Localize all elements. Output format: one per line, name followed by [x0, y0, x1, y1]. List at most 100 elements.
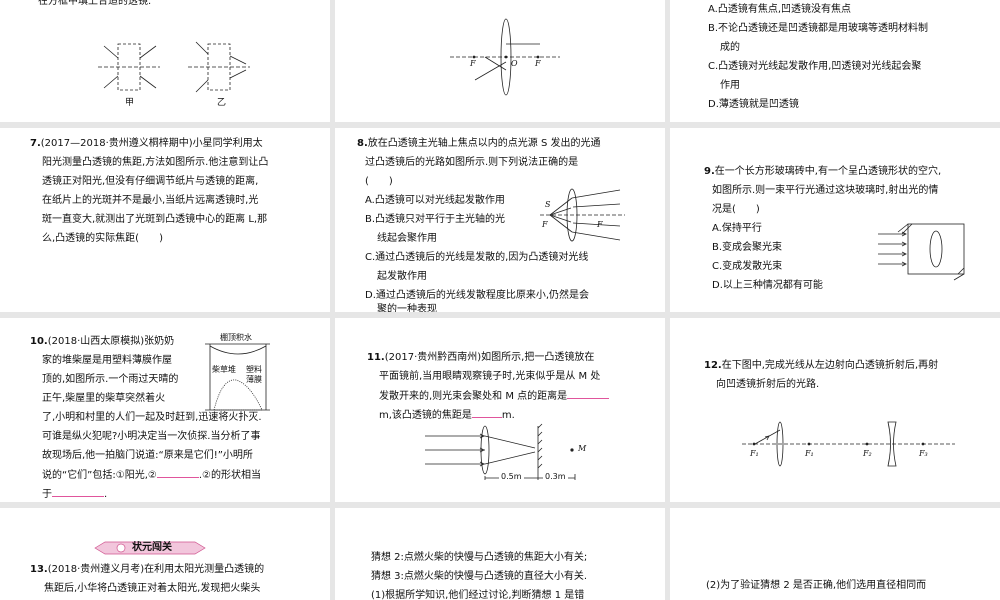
q8-option-c2: 起发散作用 [377, 271, 427, 282]
q11-dim-d2: 0.3m [543, 469, 568, 485]
cell-lens-boxes: 在方框中填上合适的透镜. 甲 乙 [0, 0, 330, 122]
q10-shed-figure [205, 343, 270, 411]
convex-lens-figure [450, 18, 560, 96]
q10-blank-1[interactable] [156, 465, 199, 478]
q10-number: 10. [30, 336, 48, 347]
q6-option-b2: 成的 [720, 42, 740, 53]
q10-line-3: 正午,柴屋里的柴草突然着火 [42, 393, 166, 404]
q6-option-c2: 作用 [720, 80, 740, 91]
q9-line-2: 况是( ) [712, 204, 760, 215]
q11-line-2: 发散开来的,则光束会聚处和 M 点的距离是 [379, 386, 610, 406]
q9-number: 9. [704, 166, 715, 177]
q7-line-1: 阳光测量凸透镜的焦距,方法如图所示.他注意到让凸 [42, 157, 269, 168]
q11-line-0: 11.(2017·贵州黔西南州)如图所示,把一凸透镜放在 [367, 352, 595, 363]
q6-option-a: A.凸透镜有焦点,凹透镜没有焦点 [708, 4, 852, 15]
guess-line-0: 猜想 2:点燃火柴的快慢与凸透镜的焦距大小有关; [371, 552, 588, 563]
q8-line-2: ( ) [365, 176, 393, 187]
q9-option-a: A.保持平行 [712, 223, 762, 234]
q12-line-1: 向凹透镜折射后的光路. [716, 379, 820, 390]
q10-line-4: 了,小明和村里的人们一起及时赶到,迅速将火扑灭. [42, 412, 262, 423]
q12-label-f1: F₁ [750, 449, 759, 458]
q7-number: 7. [30, 138, 41, 149]
cell-q12: 12.在下图中,完成光线从左边射向凸透镜折射后,再射 向凹透镜折射后的光路. F… [670, 318, 1000, 502]
cell-q9: 9.在一个长方形玻璃砖中,有一个呈凸透镜形状的空穴, 如图所示.则一束平行光通过… [670, 128, 1000, 312]
q12-label-f3: F₃ [919, 449, 928, 458]
section-banner-title: 状元闯关 [132, 542, 172, 553]
q10-line-1: 家的堆柴屋是用塑料薄膜作屋 [42, 355, 172, 366]
q10-blank-2[interactable] [52, 484, 104, 497]
q11-dim-d1: 0.5m [499, 469, 524, 485]
q13-line-0: 13.(2018·贵州遵义月考)在利用太阳光测量凸透镜的 [30, 564, 265, 575]
q6-option-d: D.薄透镜就是凹透镜 [708, 99, 799, 110]
cell-q13-part2: (2)为了验证猜想 2 是否正确,他们选用直径相同而 [670, 508, 1000, 600]
q7-line-4: 斑一直变大,就测出了光斑到凸透镜中心的距离 L,那 [42, 214, 268, 225]
q9-line-0: 9.在一个长方形玻璃砖中,有一个呈凸透镜形状的空穴, [704, 166, 942, 177]
q11-blank-1[interactable] [567, 386, 610, 399]
q8-line-1: 过凸透镜后的光路如图所示.则下列说法正确的是 [365, 157, 579, 168]
q8-lens-figure [540, 188, 625, 242]
q6-option-c1: C.凸透镜对光线起发散作用,凹透镜对光线起会聚 [708, 61, 922, 72]
cell1-text: 在方框中填上合适的透镜. [38, 0, 152, 7]
q13-number: 13. [30, 564, 48, 575]
section-banner [94, 541, 206, 555]
q8-label-s: S [545, 200, 551, 209]
q10-label-film2: 薄膜 [246, 375, 262, 384]
q8-option-b1: B.凸透镜只对平行于主光轴的光 [365, 214, 506, 225]
part2-line-0: (2)为了验证猜想 2 是否正确,他们选用直径相同而 [706, 580, 927, 591]
label-jia: 甲 [125, 98, 135, 108]
cell-q13-guesses: 猜想 2:点燃火柴的快慢与凸透镜的焦距大小有关; 猜想 3:点燃火柴的快慢与凸透… [335, 508, 665, 600]
q12-line-0: 12.在下图中,完成光线从左边射向凸透镜折射后,再射 [704, 360, 939, 371]
cell-convex-lens-diagram: F O F [335, 0, 665, 122]
label-o: O [511, 59, 518, 68]
cell-q7: 7.(2017—2018·贵州遵义桐梓期中)小星同学利用太 阳光测量凸透镜的焦距… [0, 128, 330, 312]
cell-q6-options: A.凸透镜有焦点,凹透镜没有焦点 B.不论凸透镜还是凹透镜都是用玻璃等透明材料制… [670, 0, 1000, 122]
q10-line-5: 可谁是纵火犯呢?小明决定当一次侦探.当分析了事 [42, 431, 261, 442]
q9-option-d: D.以上三种情况都有可能 [712, 280, 823, 291]
q10-line-7: 说的“它们”包括:①阳光,②.②的形状相当 [42, 465, 261, 485]
q11-number: 11. [367, 352, 385, 363]
q8-label-f2: F [597, 220, 603, 229]
q8-label-f1: F [542, 220, 548, 229]
q9-glass-figure [878, 223, 965, 281]
label-yi: 乙 [217, 98, 227, 108]
q8-number: 8. [357, 138, 368, 149]
q11-label-m: M [578, 444, 587, 453]
q7-line-3: 在纸片上的光斑并不是最小,当纸片远离透镜时,光 [42, 195, 259, 206]
cell-q13: 状元闯关 13.(2018·贵州遵义月考)在利用太阳光测量凸透镜的 焦距后,小华… [0, 508, 330, 600]
q10-line-8: 于. [42, 484, 107, 502]
q7-line-5: 么,凸透镜的实际焦距( ) [42, 233, 163, 244]
q8-option-b2: 线起会聚作用 [377, 233, 437, 244]
label-f-right: F [535, 59, 541, 68]
guess-line-2: (1)根据所学知识,他们经过讨论,判断猜想 1 是错 [371, 590, 585, 600]
q11-blank-2[interactable] [471, 405, 502, 418]
cell-q11: 11.(2017·贵州黔西南州)如图所示,把一凸透镜放在 平面镜前,当用眼睛观察… [335, 318, 665, 502]
q8-option-c1: C.通过凸透镜后的光线是发散的,因为凸透镜对光线 [365, 252, 589, 263]
q8-option-a: A.凸透镜可以对光线起发散作用 [365, 195, 505, 206]
q12-number: 12. [704, 360, 722, 371]
q12-lens-pair-figure [742, 421, 955, 467]
q11-line-1: 平面镜前,当用眼睛观察镜子时,光束似乎是从 M 处 [379, 371, 601, 382]
label-f-left: F [470, 59, 476, 68]
q12-label-f1b: F₁ [805, 449, 814, 458]
q9-option-c: C.变成发散光束 [712, 261, 783, 272]
lens-box-diagram [98, 41, 250, 93]
cell-q8: 8.放在凸透镜主光轴上焦点以内的点光源 S 发出的光通 过凸透镜后的光路如图所示… [335, 128, 665, 312]
q10-line-0: 10.(2018·山西太原模拟)张奶奶 [30, 336, 175, 347]
q10-line-2: 顶的,如图所示.一个雨过天晴的 [42, 374, 179, 385]
q9-option-b: B.变成会聚光束 [712, 242, 783, 253]
q8-option-d2: 聚的一种表现 [377, 304, 437, 312]
q7-line-2: 透镜正对阳光,但没有仔细调节纸片与透镜的距离, [42, 176, 259, 187]
q8-option-d1: D.通过凸透镜后的光线发散程度比原来小,仍然是会 [365, 290, 590, 301]
q7-line-0: 7.(2017—2018·贵州遵义桐梓期中)小星同学利用太 [30, 138, 263, 149]
q10-label-roof-water: 棚顶积水 [220, 333, 252, 342]
q10-label-straw: 柴草堆 [212, 365, 236, 374]
cell-q10: 10.(2018·山西太原模拟)张奶奶 家的堆柴屋是用塑料薄膜作屋 顶的,如图所… [0, 318, 330, 502]
q8-line-0: 8.放在凸透镜主光轴上焦点以内的点光源 S 发出的光通 [357, 138, 601, 149]
q12-label-f2: F₂ [863, 449, 872, 458]
q9-line-1: 如图所示.则一束平行光通过这块玻璃时,射出光的情 [712, 185, 939, 196]
q6-option-b1: B.不论凸透镜还是凹透镜都是用玻璃等透明材料制 [708, 23, 929, 34]
q13-line-1: 焦距后,小华将凸透镜正对着太阳光,发现把火柴头 [44, 583, 261, 594]
q10-line-6: 故现场后,他一拍脑门说道:“原来是它们!”小明所 [42, 450, 253, 461]
